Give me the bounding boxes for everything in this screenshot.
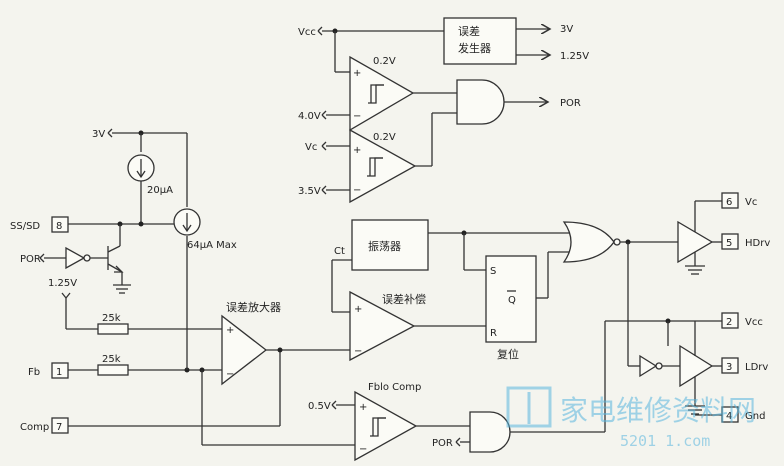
watermark-url: 5201 1.com xyxy=(620,432,710,450)
svg-text:+: + xyxy=(359,402,367,413)
pin-2-number: 2 xyxy=(726,317,732,328)
resistor-2 xyxy=(97,364,129,376)
pin-8-number: 8 xyxy=(56,221,62,232)
sr-s-label: S xyxy=(490,266,496,277)
and-gate-fblo xyxy=(469,411,511,453)
svg-text:−: − xyxy=(353,185,361,196)
v35-label: 3.5V xyxy=(298,186,321,197)
error-generator-line2: 发生器 xyxy=(458,41,491,55)
oscillator-block xyxy=(351,219,429,271)
pin-6-box xyxy=(721,192,739,209)
high-driver: 6 Vc 5 HDrv xyxy=(677,192,770,275)
pin-5-number: 5 xyxy=(726,238,732,249)
comp-section: 7 Comp xyxy=(20,350,281,434)
hyst-label-2: 0.2V xyxy=(373,132,396,143)
pin-1-number: 1 xyxy=(56,367,62,378)
svg-text:+: + xyxy=(353,68,361,79)
error-generator-line1: 误差 xyxy=(458,24,480,38)
pin-1-label: Fb xyxy=(28,367,40,378)
r1-label: 25k xyxy=(102,313,121,324)
pin-6-number: 6 xyxy=(726,197,732,208)
ct-label: Ct xyxy=(334,246,345,257)
error-comp-section: + − 误差补偿 xyxy=(349,290,486,362)
pin-2-box xyxy=(721,312,739,329)
v05-label: 0.5V xyxy=(308,401,331,412)
out-125v-label: 1.25V xyxy=(560,51,589,62)
pin-2-label: Vcc xyxy=(745,317,763,328)
pin-4-label: Gnd xyxy=(745,411,765,422)
watermark: 家电维修资料网 5201 1.com xyxy=(506,386,756,450)
inverter-gate xyxy=(65,246,86,270)
v3-input-label: 3V xyxy=(92,129,105,140)
soft-start-section: 3V 20μA 64μA Max 8 SS/SD POR xyxy=(10,128,237,335)
i64-label: 64μA Max xyxy=(187,240,237,251)
pin-3-number: 3 xyxy=(726,362,732,373)
pin-4-box xyxy=(721,406,739,423)
oscillator-section: 振荡器 Ct xyxy=(331,219,572,313)
sr-latch-block xyxy=(485,255,537,343)
comparator-4v: + − 0.2V 4.0V xyxy=(298,55,457,132)
input-chevron xyxy=(317,26,323,36)
fblo-section: + − Fblo Comp 0.5V POR xyxy=(308,318,695,462)
v125-ref-label: 1.25V xyxy=(48,278,77,289)
nor-gate xyxy=(562,221,678,367)
pin-5-box xyxy=(721,233,739,250)
error-generator-section: Vcc 误差 发生器 3V 1.25V xyxy=(298,17,589,73)
out-3v-label: 3V xyxy=(560,24,573,35)
sr-r-label: R xyxy=(490,328,497,339)
low-driver: 2 Vcc 3 LDrv 4 Gnd xyxy=(639,312,768,423)
fblo-comp-label: Fblo Comp xyxy=(368,382,421,393)
low-inverter xyxy=(639,354,658,378)
r2-label: 25k xyxy=(102,354,121,365)
pin-5-label: HDrv xyxy=(745,238,770,249)
pin-7-label: Comp xyxy=(20,422,49,433)
svg-text:+: + xyxy=(354,304,362,315)
and-gate-por: POR xyxy=(415,79,581,167)
svg-text:−: − xyxy=(226,369,234,380)
por-input-label: POR xyxy=(20,254,41,265)
error-comp-label: 误差补偿 xyxy=(382,292,426,306)
svg-text:−: − xyxy=(354,346,362,357)
pin-8-label: SS/SD xyxy=(10,221,40,232)
svg-text:−: − xyxy=(353,111,361,122)
feedback-section: 1 Fb 25k xyxy=(28,236,355,446)
pin-3-label: LDrv xyxy=(745,362,768,373)
svg-text:−: − xyxy=(359,444,367,455)
oscillator-label: 振荡器 xyxy=(368,239,401,253)
sr-latch: S Q R 复位 xyxy=(485,251,572,361)
book-logo-icon xyxy=(506,386,552,428)
reset-label: 复位 xyxy=(497,347,519,361)
por-input2-label: POR xyxy=(432,438,453,449)
sr-q-label: Q xyxy=(508,295,516,306)
por-output-label: POR xyxy=(560,98,581,109)
watermark-text: 家电维修资料网 xyxy=(560,394,756,427)
pin-6-label: Vc xyxy=(745,197,757,208)
v40-label: 4.0V xyxy=(298,111,321,122)
svg-text:+: + xyxy=(226,325,234,336)
error-generator-block xyxy=(443,17,517,65)
pin-7-number: 7 xyxy=(56,422,62,433)
error-amplifier: + − 误差放大器 xyxy=(221,300,350,386)
i20-label: 20μA xyxy=(147,185,173,196)
error-amp-label: 误差放大器 xyxy=(226,300,281,314)
svg-text:+: + xyxy=(353,145,361,156)
comparator-vc: + − 0.2V Vc 3.5V xyxy=(298,128,417,204)
vc-input-label: Vc xyxy=(305,142,317,153)
vcc-input-label: Vcc xyxy=(298,27,316,38)
resistor-1 xyxy=(97,323,129,335)
pin-3-box xyxy=(721,357,739,374)
hyst-label-1: 0.2V xyxy=(373,56,396,67)
pin-4-number: 4 xyxy=(726,411,732,422)
